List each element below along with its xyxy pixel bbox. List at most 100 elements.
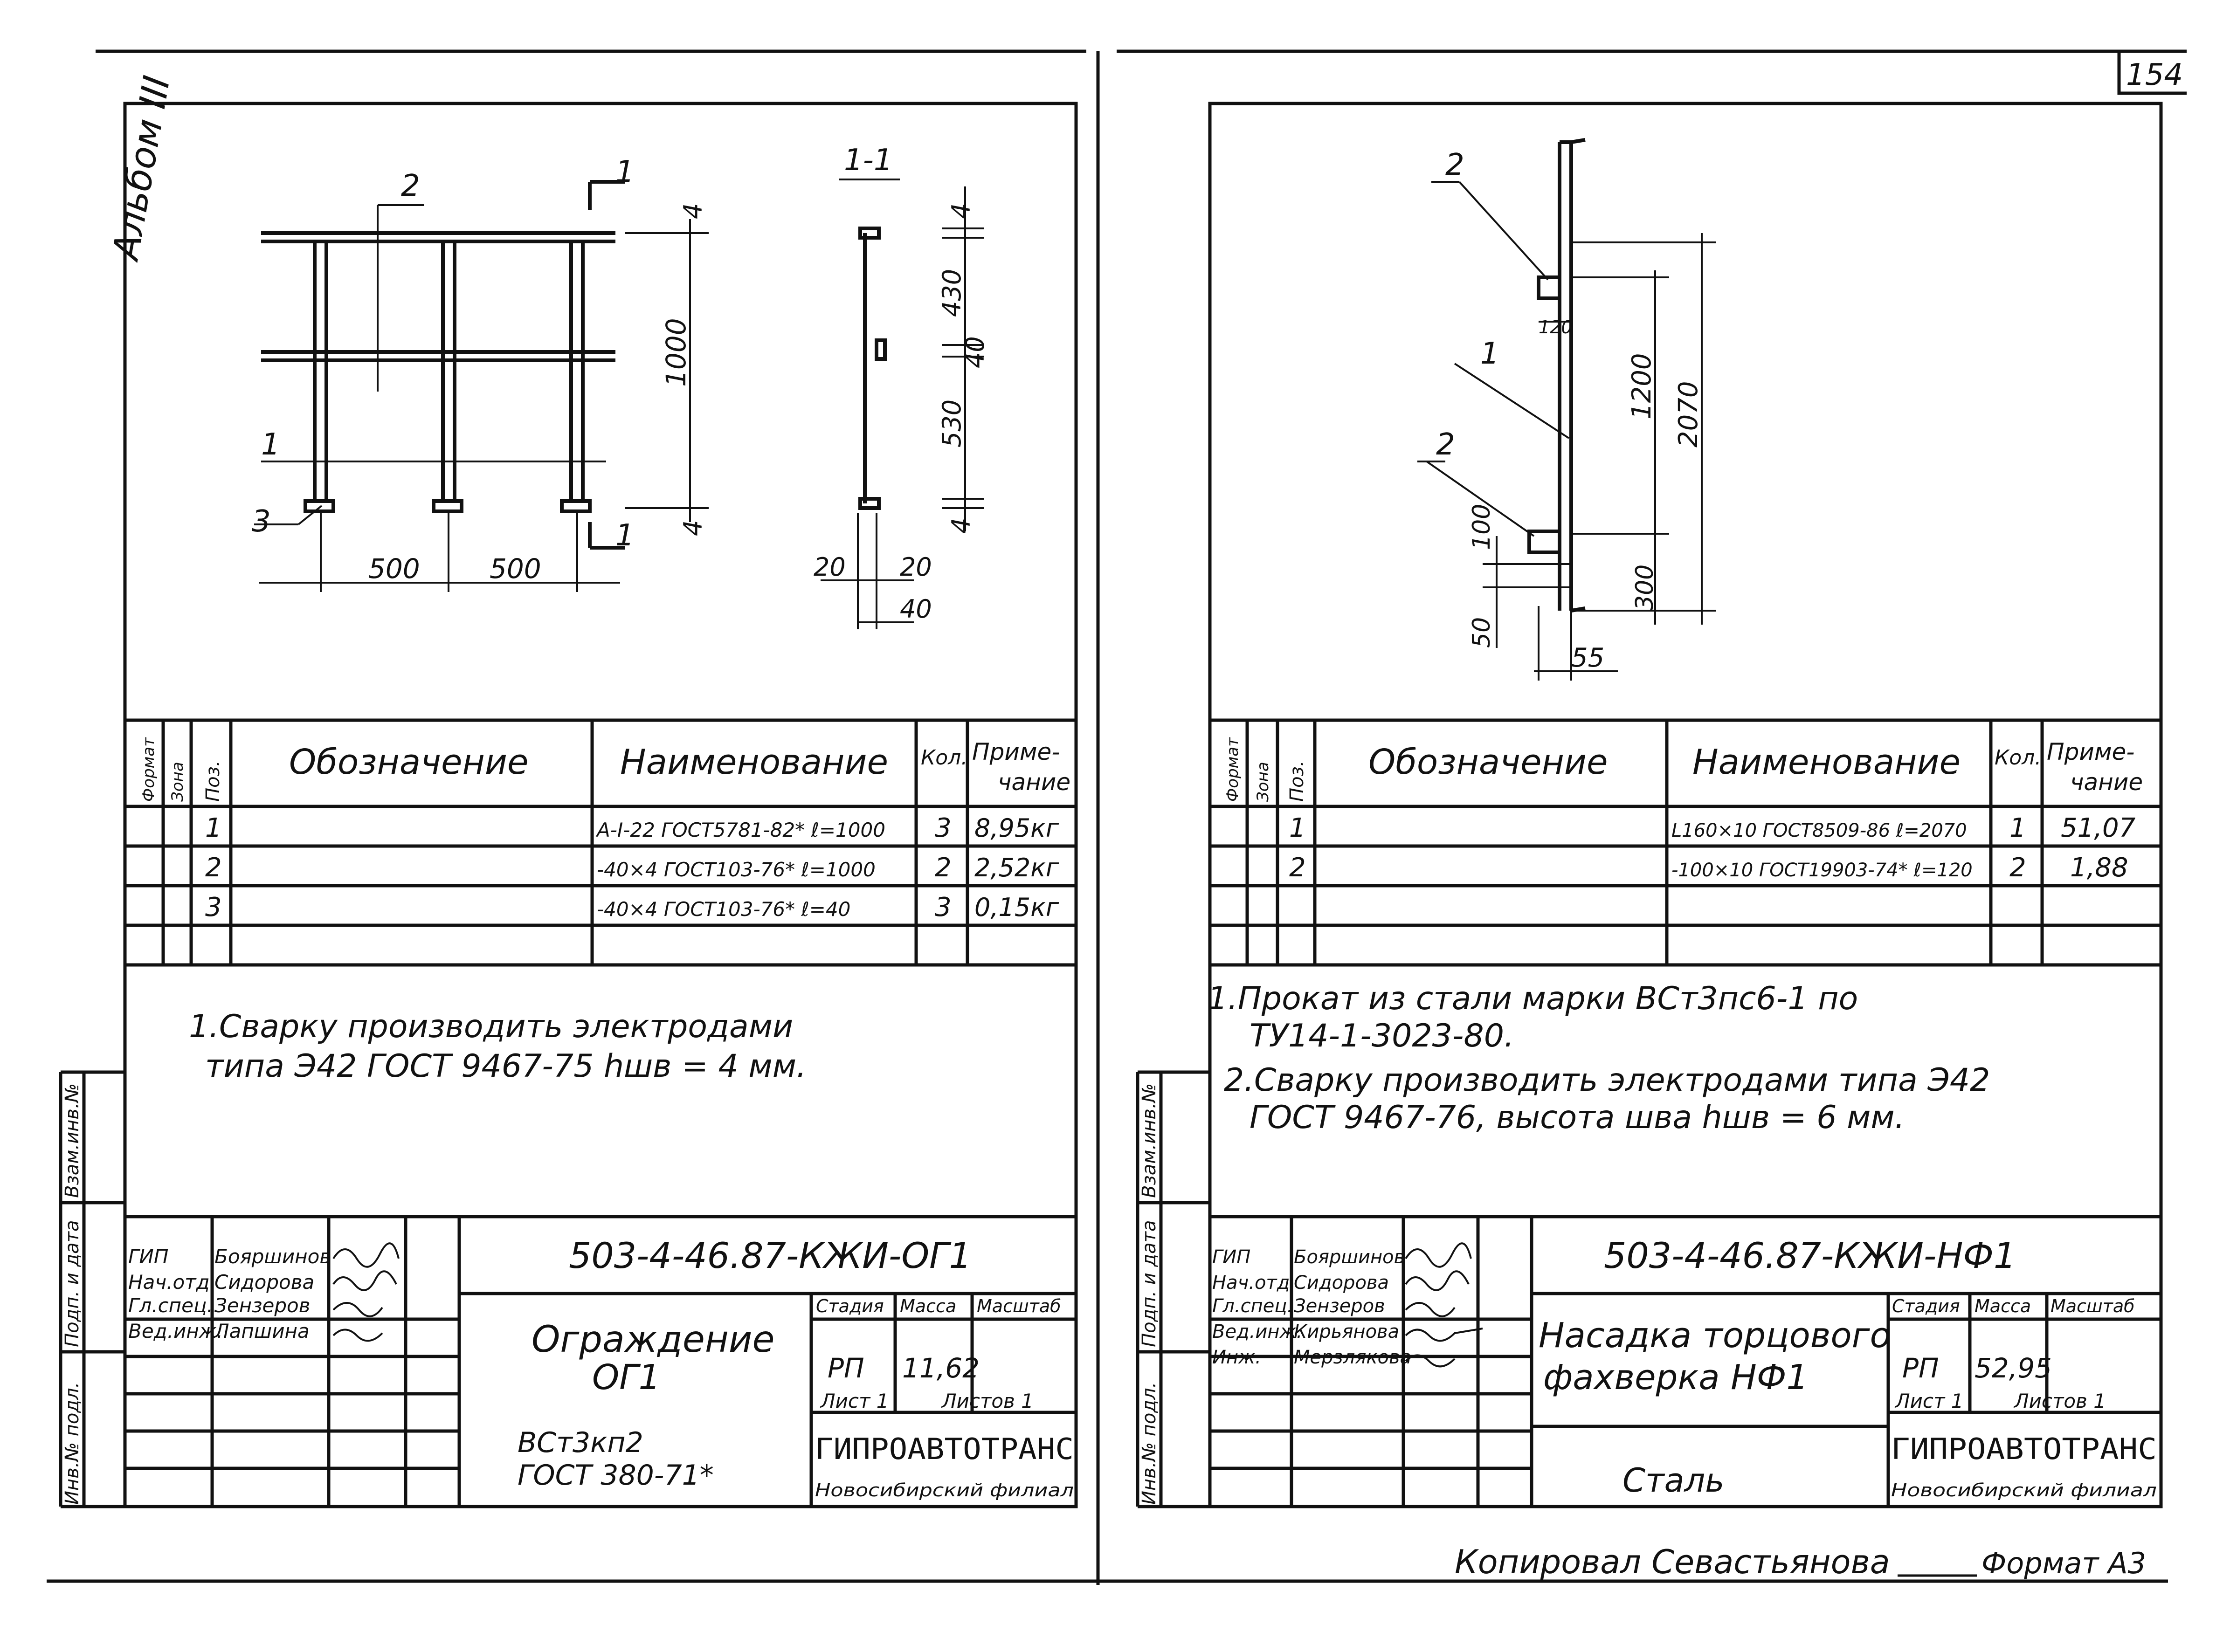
- spec-header-qty: Кол.: [1995, 746, 2041, 770]
- spec-row-name: -100×10 ГОСТ19903-74* ℓ=120: [1671, 860, 1973, 881]
- right-spec-table-grid: [1210, 718, 2161, 967]
- material-spec: ГОСТ 380-71*: [518, 1459, 714, 1492]
- spec-row-pos: 2: [205, 853, 222, 883]
- title-block-name: Зензеров: [214, 1294, 311, 1317]
- grating-pos-label: 1: [261, 427, 280, 462]
- dimension-label: 2070: [1673, 381, 1704, 447]
- side-stamp-label: Подп. и дата: [1139, 1220, 1160, 1347]
- title-block-name: Бояршинов: [214, 1245, 331, 1268]
- dimension-label: 20: [814, 552, 846, 582]
- title-block-name: Мерзлякова: [1294, 1347, 1411, 1368]
- organization-name: ГИПРОАВТОТРАНС: [815, 1432, 1074, 1466]
- mass-label: Масса: [900, 1296, 956, 1316]
- copied-by: Копировал Севастьянова: [1455, 1543, 1890, 1581]
- side-stamp-label: Взам.инв.№: [1139, 1083, 1160, 1198]
- title-block-role: Инж.: [1212, 1347, 1261, 1368]
- title-block-role: Нач.отд.: [128, 1271, 216, 1294]
- document-code: 503-4-46.87-КЖИ-ОГ1: [569, 1235, 972, 1276]
- technical-note: ТУ14-1-3023-80.: [1250, 1018, 1514, 1054]
- title-block-role: Гл.спец.: [1212, 1295, 1293, 1317]
- side-stamp-label: Инв.№ подл.: [62, 1382, 83, 1505]
- title-block-name: Зензеров: [1294, 1295, 1385, 1317]
- spec-row-qty: 2: [935, 853, 952, 883]
- title-block-role: Нач.отд.: [1212, 1272, 1296, 1294]
- left-spec-table-grid: [125, 718, 1076, 967]
- stage-label: Стадия: [816, 1296, 884, 1316]
- dimension-label: 20: [900, 552, 932, 582]
- dimension-label: 4: [678, 520, 708, 536]
- page-number: 154: [2126, 58, 2183, 92]
- spec-row-note: 1,88: [2070, 853, 2128, 883]
- spec-row-note: 51,07: [2061, 813, 2136, 843]
- grating-pos-label: 2: [401, 169, 420, 203]
- title-block-name: Лапшина: [214, 1320, 310, 1342]
- page-frame: [47, 49, 2187, 1585]
- album-label: Альбом III: [104, 73, 179, 265]
- side-stamp-label: Инв.№ подл.: [1139, 1382, 1160, 1505]
- dimension-label: 40: [900, 594, 932, 624]
- organization-name: ГИПРОАВТОТРАНС: [1891, 1432, 2157, 1466]
- branch-name: Новосибирский филиал: [815, 1480, 1074, 1501]
- side-stamp-label: Взам.инв.№: [62, 1083, 83, 1198]
- title-block-name: Кирьянова: [1294, 1321, 1399, 1342]
- spec-row-qty: 3: [935, 892, 952, 922]
- technical-note: 1.Прокат из стали марки ВСт3пс6-1 по: [1208, 980, 1858, 1017]
- spec-header-note: чание: [998, 769, 1070, 796]
- title-block-role: Вед.инж.: [128, 1320, 223, 1342]
- spec-header-name: Наименование: [1692, 742, 1961, 782]
- end-post-pos-label: 2: [1445, 148, 1464, 182]
- paper-format: Формат А3: [1981, 1546, 2146, 1580]
- sheet-label: Лист 1: [1894, 1390, 1964, 1412]
- dimension-label: 55: [1571, 643, 1604, 673]
- dimension-label: 50: [1468, 617, 1496, 648]
- dimension-label: 430: [937, 269, 967, 317]
- side-stamp-label: Подп. и дата: [62, 1220, 83, 1347]
- section-mark: 1: [615, 155, 635, 189]
- dimension-label: 4: [946, 203, 976, 219]
- material-spec: Сталь: [1622, 1461, 1725, 1500]
- spec-header-qty: Кол.: [921, 746, 967, 770]
- spec-row-note: 2,52кг: [974, 853, 1059, 882]
- mass-value: 11,62: [902, 1352, 980, 1384]
- sheets-label: Листов 1: [941, 1390, 1034, 1412]
- signature-mark: [1405, 1242, 1483, 1368]
- technical-note: 1.Сварку производить электродами: [189, 1008, 793, 1045]
- spec-row-pos: 1: [1289, 813, 1306, 843]
- title-block-role: Вед.инж.: [1212, 1321, 1302, 1342]
- end-post-pos-label: 2: [1436, 427, 1455, 462]
- drawing-title: ОГ1: [592, 1357, 661, 1397]
- right-title-block-grid: [1210, 1215, 2161, 1507]
- sheet-label: Лист 1: [820, 1390, 889, 1412]
- dimension-label: 40: [960, 336, 990, 368]
- stage-value: РП: [828, 1352, 864, 1384]
- material-spec: ВСт3кп2: [518, 1426, 643, 1459]
- spec-row-name: -40×4 ГОСТ103-76* ℓ=40: [597, 898, 850, 921]
- dimension-label: 4: [678, 203, 708, 219]
- spec-row-qty: 3: [935, 813, 952, 843]
- spec-row-pos: 3: [205, 892, 222, 922]
- title-block-role: ГИП: [1212, 1246, 1250, 1268]
- section-view: [821, 179, 984, 629]
- spec-row-pos: 1: [205, 813, 222, 843]
- spec-row-pos: 2: [1289, 853, 1306, 883]
- section-title: 1-1: [844, 143, 893, 178]
- stage-label: Стадия: [1892, 1296, 1960, 1316]
- spec-row-note: 8,95кг: [974, 813, 1059, 843]
- technical-note: типа Э42 ГОСТ 9467-75 hшв = 4 мм.: [205, 1048, 807, 1085]
- spec-row-name: -40×4 ГОСТ103-76* ℓ=1000: [597, 858, 876, 881]
- spec-row-qty: 1: [2009, 813, 2026, 843]
- technical-note: ГОСТ 9467-76, высота шва hшв = 6 мм.: [1250, 1099, 1905, 1136]
- spec-header-note: Приме-: [2047, 738, 2134, 765]
- document-code: 503-4-46.87-КЖИ-НФ1: [1604, 1235, 2016, 1276]
- branch-name: Новосибирский филиал: [1891, 1480, 2157, 1501]
- spec-row-name: L160×10 ГОСТ8509-86 ℓ=2070: [1671, 820, 1967, 841]
- section-mark: 1: [615, 518, 635, 553]
- end-post-pos-label: 1: [1480, 337, 1499, 371]
- mass-label: Масса: [1975, 1296, 2031, 1316]
- spec-header-format: Формат: [139, 737, 158, 802]
- drawing-title: Насадка торцового: [1539, 1315, 1891, 1356]
- signature-mark: [332, 1242, 400, 1342]
- spec-header-designation: Обозначение: [1368, 742, 1608, 782]
- dimension-label: 530: [937, 399, 967, 447]
